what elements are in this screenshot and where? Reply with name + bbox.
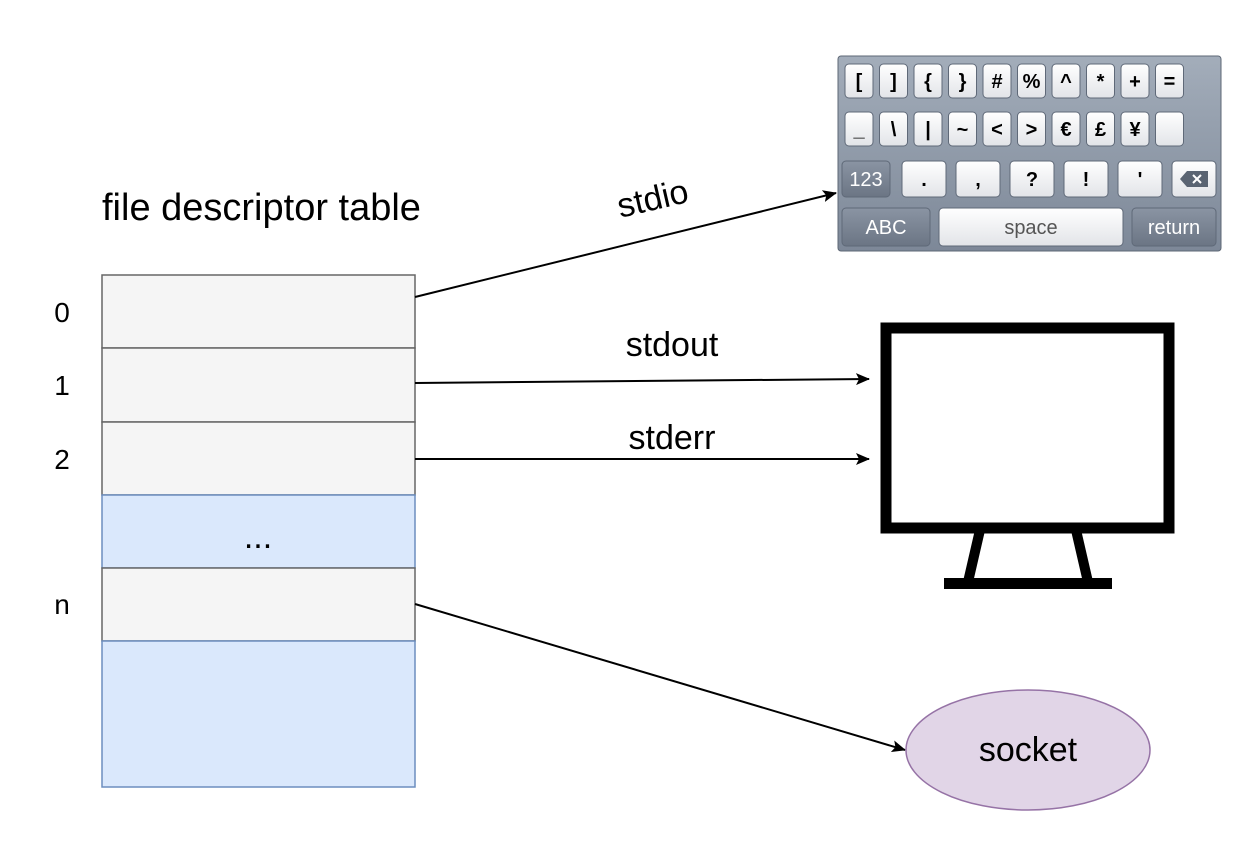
key: +: [1120, 63, 1150, 99]
key: ^: [1051, 63, 1081, 99]
key-label: [: [856, 71, 863, 93]
key-label: +: [1129, 71, 1141, 93]
fd-index-0: 0: [54, 297, 70, 328]
key-label: {: [924, 71, 932, 93]
key-label: ]: [890, 71, 897, 93]
key: £: [1086, 111, 1115, 147]
key-label: ': [1138, 169, 1143, 191]
key-label: <: [991, 119, 1003, 141]
key: ]: [879, 63, 908, 99]
key-label: £: [1095, 119, 1106, 141]
key-label: ,: [975, 169, 981, 191]
key-label: }: [959, 71, 967, 93]
table-title: file descriptor table: [102, 187, 421, 229]
key-label: \: [891, 119, 897, 141]
key: {: [913, 63, 943, 99]
fd-cell-n: [101, 567, 416, 642]
key-label: %: [1023, 71, 1041, 93]
key-label: *: [1097, 71, 1105, 93]
key: =: [1155, 63, 1184, 99]
ellipsis-label: ...: [244, 518, 272, 556]
stdout-arrow: [414, 373, 870, 386]
key-label: ^: [1060, 71, 1072, 93]
key: [1155, 111, 1184, 147]
backspace-key: [1171, 160, 1217, 198]
key-abc-label: ABC: [865, 217, 906, 239]
key: ': [1117, 160, 1163, 198]
stderr-label: stderr: [629, 419, 716, 457]
key: ¥: [1120, 111, 1150, 147]
key-label: ~: [957, 119, 969, 141]
key-mode-123: 123: [841, 160, 891, 198]
socket-arrow: [414, 603, 906, 753]
key-label: ¥: [1129, 119, 1141, 141]
fd-cell-1: [101, 347, 416, 423]
key: <: [982, 111, 1012, 147]
key-space-label: space: [1004, 217, 1057, 239]
key-space: space: [938, 207, 1124, 247]
key: .: [901, 160, 947, 198]
key: }: [948, 63, 977, 99]
key-label: €: [1060, 119, 1071, 141]
key-return: return: [1131, 207, 1217, 247]
key: !: [1063, 160, 1109, 198]
fd-index-n: n: [54, 589, 70, 620]
fd-cell-0: [101, 274, 416, 349]
key: *: [1086, 63, 1115, 99]
fd-cell-ellipsis: [101, 494, 416, 569]
key-label: .: [921, 169, 927, 191]
key-label: _: [852, 119, 865, 141]
key-label: >: [1026, 119, 1038, 141]
socket-label: socket: [979, 731, 1078, 769]
socket-node: socket: [905, 689, 1151, 811]
key-label: ?: [1026, 169, 1038, 191]
fd-index-1: 1: [54, 370, 70, 401]
key: >: [1017, 111, 1046, 147]
fd-index-2: 2: [54, 444, 70, 475]
key: |: [913, 111, 943, 147]
key-abc: ABC: [841, 207, 931, 247]
fd-cell-2: [101, 421, 416, 496]
key: ?: [1009, 160, 1055, 198]
key-label: !: [1083, 169, 1090, 191]
key: ,: [955, 160, 1001, 198]
fd-table: ...: [101, 274, 416, 788]
stdin-arrow: [414, 190, 837, 298]
fd-cell-rest: [101, 640, 416, 788]
key-return-label: return: [1148, 217, 1200, 239]
key-label: =: [1164, 71, 1176, 93]
stdin-label: stdio: [614, 172, 693, 225]
key: #: [982, 63, 1012, 99]
key-mode-123-label: 123: [849, 169, 882, 191]
stdout-label: stdout: [626, 326, 719, 364]
key: €: [1051, 111, 1081, 147]
key: \: [879, 111, 908, 147]
monitor-icon: [880, 322, 1175, 589]
key: %: [1017, 63, 1046, 99]
key-label: |: [925, 119, 931, 141]
key: _: [844, 111, 874, 147]
key-label: #: [991, 71, 1002, 93]
key: ~: [948, 111, 977, 147]
keyboard-icon: [] {} #% ^ * + = _ \ | ~ < > € £ ¥ 123.,?! ' ABC space re…: [837, 55, 1222, 252]
key: [: [844, 63, 874, 99]
